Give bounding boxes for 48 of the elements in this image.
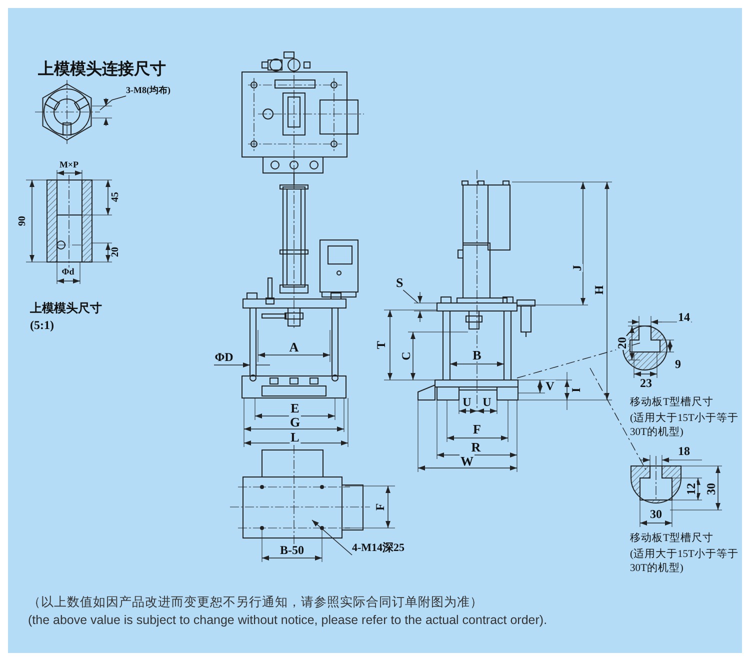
caption-text: (5:1) bbox=[30, 319, 54, 331]
caption-text: 移动板T型槽尺寸 bbox=[630, 534, 714, 544]
dimension-label: 23 bbox=[639, 377, 653, 389]
dimension-label: Φd bbox=[60, 268, 76, 276]
caption-text: (适用大于15T小于等于30T的机型) bbox=[630, 548, 740, 576]
leader-line bbox=[402, 290, 418, 304]
dimension-label: 20 bbox=[616, 336, 628, 350]
callout-text: S bbox=[396, 276, 404, 289]
dimension-label: 45 bbox=[111, 191, 121, 203]
dimension-label: F bbox=[472, 422, 482, 436]
dimension-label: V bbox=[544, 380, 556, 392]
caption-text: (适用大于15T小于等于30T的机型) bbox=[630, 412, 740, 440]
note-text: (the above value is subject to change without notice, please refer to the actual contract order). bbox=[28, 614, 548, 626]
note-text: （以上数值如因产品改进而变更恕不另行通知，请参照实际合同订单附图为准） bbox=[28, 596, 483, 608]
dimension-label: G bbox=[288, 416, 302, 428]
leader-line bbox=[100, 96, 126, 110]
callout-text: 4-M14深25 bbox=[352, 543, 405, 554]
die-head-top-drawing bbox=[34, 80, 112, 144]
dimension-label: 30 bbox=[705, 482, 717, 496]
dimension-label: 9 bbox=[674, 358, 682, 370]
dimension-label: 90 bbox=[18, 215, 28, 227]
dimension-label: U bbox=[482, 396, 492, 408]
dimension-label: 18 bbox=[677, 445, 691, 457]
dimension-label: B-50 bbox=[279, 544, 305, 556]
dimension-label: M×P bbox=[58, 160, 80, 170]
callout-text: 3-M8(均布) bbox=[126, 86, 170, 95]
dimension-label: W bbox=[460, 454, 474, 468]
dimension-label: ΦD bbox=[214, 351, 234, 363]
dimension-label: A bbox=[288, 340, 300, 354]
dimension-label: R bbox=[470, 440, 482, 454]
caption-text: 上模模头尺寸 bbox=[30, 302, 102, 314]
dimension-label: H bbox=[593, 284, 605, 296]
dimension-label: U bbox=[462, 396, 472, 408]
dimension-label: L bbox=[290, 430, 300, 444]
leader-line bbox=[312, 520, 352, 556]
dimension-label: 30 bbox=[649, 508, 663, 520]
caption-text: 移动板T型槽尺寸 bbox=[630, 398, 714, 408]
press-side-view-drawing bbox=[384, 170, 612, 472]
dimension-label: C bbox=[400, 350, 412, 362]
dimension-label: T bbox=[375, 340, 387, 350]
dimension-label: E bbox=[290, 402, 300, 414]
dimension-label: 20 bbox=[111, 246, 121, 258]
dimension-label: I bbox=[570, 386, 582, 394]
dimension-label: 14 bbox=[677, 311, 691, 323]
heading: 上模模头连接尺寸 bbox=[38, 62, 166, 78]
dimension-label: B bbox=[472, 348, 482, 362]
dimension-label: J bbox=[571, 264, 583, 272]
dimension-label: 12 bbox=[685, 482, 697, 496]
